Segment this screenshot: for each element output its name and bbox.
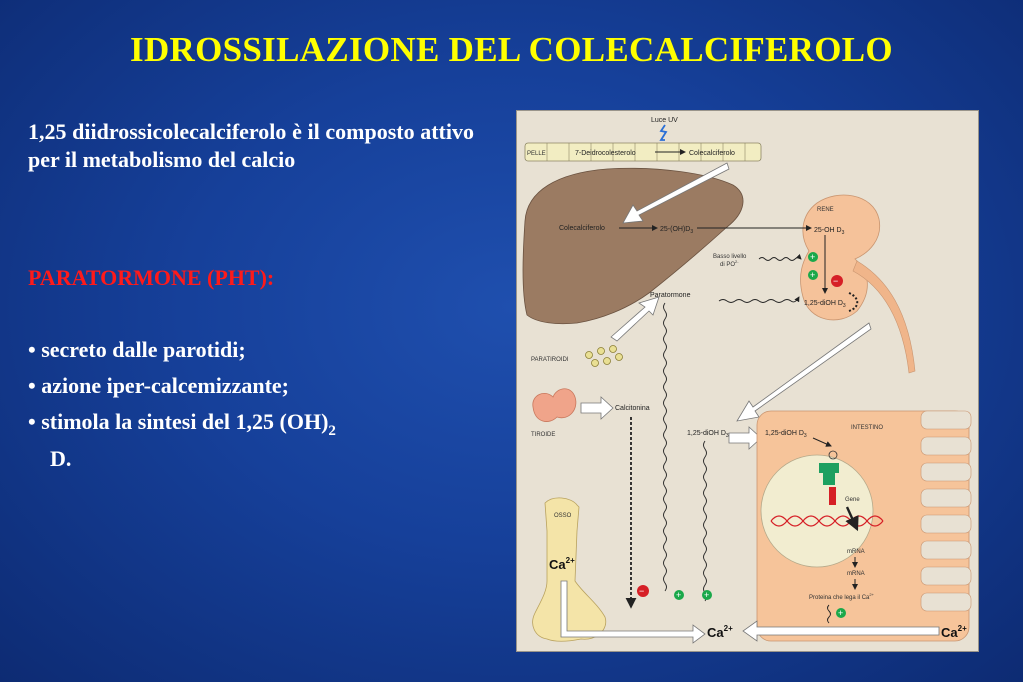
gene-label: Gene	[845, 497, 860, 503]
phosphate-label: di PO2-	[720, 259, 739, 268]
mrna-label-2: mRNA	[847, 571, 865, 577]
mid-to-intestine-arrow	[728, 426, 762, 450]
bone-shape	[532, 497, 607, 642]
svg-text:−: −	[639, 586, 644, 596]
binding-protein-label: Proteina che lega il Ca2+	[809, 592, 875, 601]
bullet-list: • secreto dalle parotidi; • azione iper-…	[28, 336, 474, 473]
minus-sign-icon: −	[637, 585, 649, 597]
dna-strand-2	[770, 515, 884, 527]
calcitonin-label: Calcitonina	[615, 405, 650, 412]
text-column: 1,25 diidrossicolecalciferolo è il compo…	[28, 118, 474, 481]
bullet-item: • stimola la sintesi del 1,25 (OH)2 D.	[28, 408, 474, 473]
dioh-mid-wave	[703, 440, 707, 602]
plus-sign-icon: +	[836, 608, 846, 618]
diagram-svg: PELLE 7-Deidrocolesterolo Colecalciferol…	[522, 117, 972, 644]
svg-text:+: +	[838, 608, 843, 618]
kidney-label: RENE	[817, 207, 834, 213]
plus-sign-icon: +	[808, 270, 818, 280]
pht-heading: PARATORMONE (PHT):	[28, 265, 275, 290]
svg-text:−: −	[833, 276, 838, 286]
parathyroid-label: PARATIROIDI	[531, 357, 569, 363]
ureter-shape	[852, 260, 916, 374]
thyroid-arrow	[580, 396, 614, 420]
lumen-to-blood-arrow	[742, 620, 940, 642]
cholecalciferol-liver-label: Colecalciferolo	[559, 225, 605, 232]
calcium-blood-label: Ca2+	[707, 624, 733, 640]
dna-strand	[770, 515, 884, 527]
liver-shape	[522, 167, 744, 325]
feedback-arrow	[848, 292, 859, 312]
parathormone-down-wave	[663, 302, 667, 592]
cholecalciferol-skin-label: Colecalciferolo	[689, 150, 735, 157]
parathyroid-arrow	[610, 296, 660, 342]
subscript: 2	[328, 423, 336, 439]
bone-to-blood-arrow	[560, 580, 706, 644]
protein-wave	[827, 604, 831, 624]
svg-text:+: +	[676, 590, 681, 600]
svg-text:+: +	[810, 270, 815, 280]
nucleus-shape	[760, 454, 874, 568]
parathyroid-glands	[585, 345, 623, 367]
parathormone-label: Paratormone	[650, 292, 691, 299]
bullet-continuation: D.	[50, 446, 72, 471]
bone-label: OSSO	[554, 513, 572, 519]
receptor-icon	[819, 450, 839, 485]
calcium-lumen-label: Ca2+	[941, 624, 967, 640]
kidney-shape	[800, 194, 881, 321]
uv-bolt-icon	[659, 124, 668, 141]
uv-light-label: Luce UV	[651, 117, 678, 124]
bullet-text: • stimola la sintesi del 1,25 (OH)	[28, 409, 329, 434]
oh-d3-liver-label: 25-(OH)D3	[660, 226, 693, 235]
phosphate-wave	[758, 253, 802, 261]
bullet-item: • azione iper-calcemizzante;	[28, 373, 289, 398]
dehydrocholesterol-label: 7-Deidrocolesterolo	[575, 150, 636, 157]
gene-marker	[829, 487, 836, 505]
thyroid-label: TIROIDE	[531, 432, 555, 438]
intro-paragraph: 1,25 diidrossicolecalciferolo è il compo…	[28, 119, 474, 172]
svg-text:+: +	[810, 252, 815, 262]
bullet-item: • secreto dalle parotidi;	[28, 337, 246, 362]
plus-sign-icon: +	[702, 590, 712, 600]
dioh-kidney-label: 1,25-diOH D3	[804, 300, 846, 309]
skin-to-liver-arrow	[622, 162, 730, 224]
parathormone-wave	[718, 296, 800, 303]
skin-band: PELLE 7-Deidrocolesterolo Colecalciferol…	[524, 142, 762, 162]
low-phosphate-label: Basso livello	[713, 254, 747, 260]
svg-text:+: +	[704, 590, 709, 600]
skin-label: PELLE	[527, 151, 546, 157]
calcium-bone-label: Ca2+	[549, 556, 575, 572]
slide-title: IDROSSILAZIONE DEL COLECALCIFEROLO	[130, 30, 893, 69]
thyroid-shape	[532, 388, 577, 422]
vitamin-d-diagram: PELLE 7-Deidrocolesterolo Colecalciferol…	[516, 110, 979, 652]
plus-sign-icon: +	[674, 590, 684, 600]
kidney-to-intestine-arrow	[736, 322, 872, 422]
minus-sign-icon: −	[831, 275, 843, 287]
intestine-label: INTESTINO	[851, 425, 883, 431]
plus-sign-icon: +	[808, 252, 818, 262]
dioh-mid-label: 1,25-diOH D3	[687, 430, 729, 439]
oh-d3-kidney-label: 25-OH D3	[814, 227, 845, 236]
mrna-label-1: mRNA	[847, 549, 865, 555]
dioh-intestine-label: 1,25-diOH D3	[765, 430, 807, 439]
